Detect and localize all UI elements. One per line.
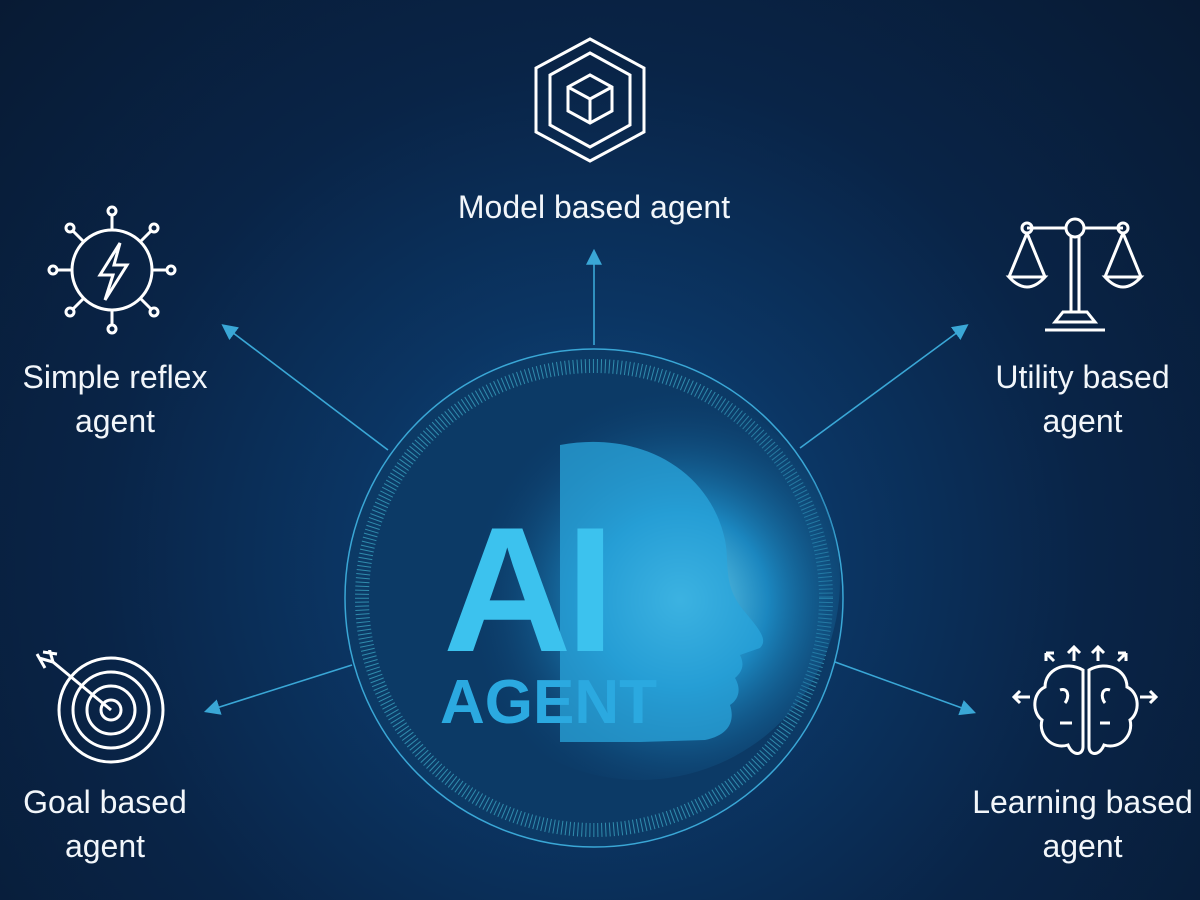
label-line: Simple reflex xyxy=(22,359,208,395)
arrow-to-learning xyxy=(834,661,977,716)
center-title: AI xyxy=(443,490,615,689)
label-line: agent xyxy=(1042,403,1123,439)
target-icon xyxy=(35,650,165,764)
label-model-based: Model based agent xyxy=(457,189,731,225)
head-silhouette-icon xyxy=(560,441,764,742)
label-learning-based: Learning based agent xyxy=(945,780,1200,868)
lightning-virus-icon xyxy=(47,205,177,335)
label-goal-based: Goal based agent xyxy=(0,780,210,868)
label-line: Utility based xyxy=(995,359,1170,395)
cube-icon xyxy=(534,37,646,163)
connector-arrows xyxy=(203,248,977,716)
arrow-to-utility xyxy=(799,324,969,449)
label-line: agent xyxy=(1042,828,1123,864)
label-line: Learning based xyxy=(972,784,1193,820)
label-line: agent xyxy=(74,403,156,439)
scales-icon xyxy=(1005,217,1145,332)
label-line: agent xyxy=(64,828,146,864)
center-subtitle: AGENT xyxy=(440,668,657,737)
arrow-to-simple xyxy=(221,324,389,451)
label-simple-reflex: Simple reflex agent xyxy=(0,355,230,443)
brain-icon xyxy=(1011,644,1159,755)
label-line: Goal based xyxy=(23,784,187,820)
arrow-to-goal xyxy=(203,664,353,715)
label-utility-based: Utility based agent xyxy=(965,355,1200,443)
